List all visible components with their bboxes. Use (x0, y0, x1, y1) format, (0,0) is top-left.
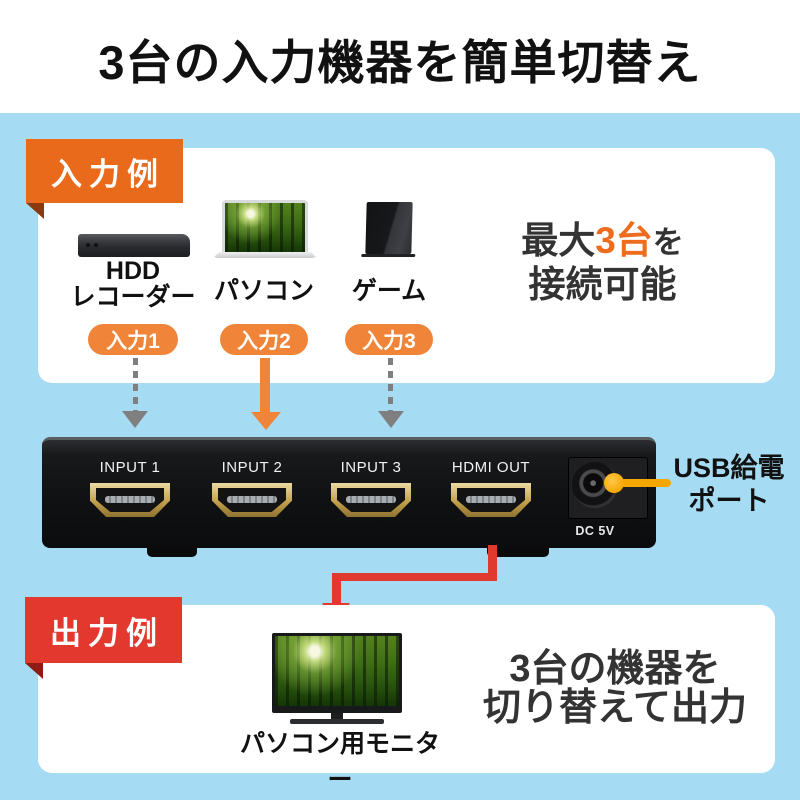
hdd-recorder-icon (78, 234, 190, 257)
monitor-stand-icon (331, 713, 343, 719)
hdmi-port-output-icon (451, 483, 531, 517)
note-prefix: 最大 (521, 220, 596, 261)
hdmi-port-input1-icon (90, 483, 170, 517)
output-example-ribbon: 出力例 (25, 597, 182, 663)
max-devices-note: 最大3台を 接続可能 (495, 220, 710, 306)
input-example-ribbon-label: 入力例 (51, 156, 165, 192)
monitor-label: パソコン用モニター (239, 730, 440, 794)
laptop-base-icon (213, 252, 317, 258)
port-label-input1: INPUT 1 (99, 459, 161, 476)
input2-badge: 入力2 (220, 324, 308, 355)
hdmi-port-input3-icon (331, 483, 411, 517)
hdd-recorder-label: HDD レコーダー (70, 257, 196, 312)
callout-dot-icon (604, 473, 624, 493)
input1-badge: 入力1 (88, 324, 178, 355)
monitor-screen-image (275, 636, 399, 706)
hdmi-pins (346, 496, 396, 503)
usb-power-callout-line1: USB給電 (673, 453, 785, 483)
output-connector-segment (332, 573, 497, 581)
dc-5v-label: DC 5V (575, 524, 615, 538)
max-devices-note-line2: 接続可能 (528, 264, 677, 305)
output-connector-segment (488, 545, 497, 581)
usb-power-callout: USB給電 ポート (662, 452, 796, 518)
device-foot (487, 548, 549, 557)
callout-line (613, 479, 671, 487)
port-label-input2: INPUT 2 (221, 459, 283, 476)
port-label-input3: INPUT 3 (340, 459, 402, 476)
device-foot (147, 548, 197, 557)
hdmi-pins (227, 496, 277, 503)
input2-arrowhead-icon (251, 412, 281, 430)
laptop-icon (222, 200, 308, 252)
game-label: ゲーム (351, 277, 427, 305)
switch-output-note-line1: 3台の機器を (509, 648, 721, 690)
hdmi-pins (105, 496, 155, 503)
input1-dashed-arrow-icon (133, 358, 138, 411)
input3-dashed-arrow-icon (388, 358, 393, 411)
input1-arrowhead-icon (122, 411, 148, 428)
output-connector-segment (332, 573, 341, 604)
note-highlight: 3台 (595, 220, 653, 261)
hdmi-port-input2-icon (212, 483, 292, 517)
hdmi-pins (466, 496, 516, 503)
max-devices-note-line1: 最大3台を (495, 220, 710, 264)
input-example-ribbon: 入力例 (26, 139, 183, 203)
switch-output-note-line2: 切り替えて出力 (482, 687, 748, 729)
input3-arrowhead-icon (378, 411, 404, 428)
monitor-base-icon (290, 719, 384, 724)
laptop-screen-image (225, 203, 305, 252)
page-title: 3台の入力機器を簡単切替え (98, 36, 702, 89)
output-example-ribbon-label: 出力例 (50, 615, 164, 651)
monitor-icon (272, 633, 402, 713)
pc-label: パソコン (213, 277, 314, 305)
note-suffix: を (652, 225, 684, 260)
input2-solid-arrow-icon (260, 358, 270, 412)
input3-badge: 入力3 (345, 324, 433, 355)
usb-power-callout-line2: ポート (688, 486, 770, 516)
switch-output-note: 3台の機器を 切り替えて出力 (455, 650, 775, 728)
port-label-hdmi-out: HDMI OUT (451, 459, 531, 476)
game-console-icon (365, 202, 413, 254)
